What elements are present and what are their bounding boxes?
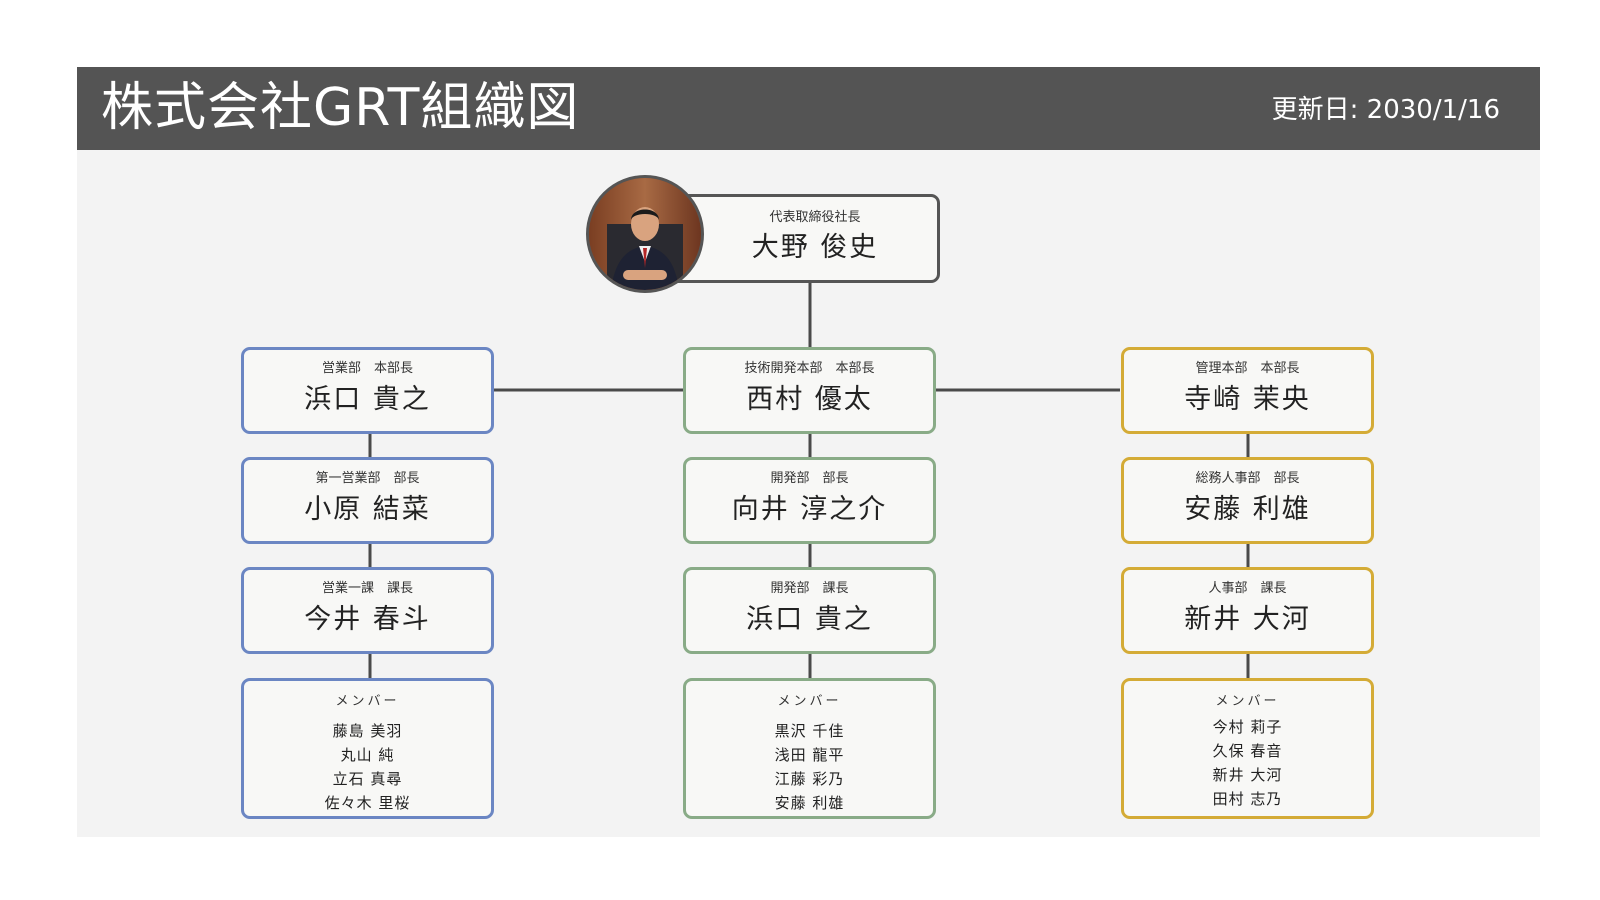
updated-date: 更新日: 2030/1/16 (1271, 95, 1500, 125)
sales-head-name: 浜口 貴之 (304, 384, 431, 415)
tech-members-list: 黒沢 千佳 浅田 龍平 江藤 彩乃 安藤 利雄 (686, 719, 933, 815)
member-name: 田村 志乃 (1212, 790, 1283, 808)
tech-members-label: メンバー (777, 694, 842, 709)
header-bar: 株式会社GRT組織図 更新日: 2030/1/16 (77, 67, 1540, 150)
tech-section-name: 浜口 貴之 (746, 604, 873, 635)
member-name: 丸山 純 (340, 746, 395, 764)
admin-members-card[interactable]: メンバー 今村 莉子 久保 春音 新井 大河 田村 志乃 (1121, 678, 1374, 819)
member-name: 浅田 龍平 (774, 746, 845, 764)
sales-members-list: 藤島 美羽 丸山 純 立石 真尋 佐々木 里桜 (244, 719, 491, 815)
admin-dept-card[interactable]: 総務人事部 部長 安藤 利雄 (1121, 457, 1374, 544)
tech-head-role: 技術開発本部 本部長 (744, 361, 875, 376)
sales-head-role: 営業部 本部長 (321, 361, 413, 376)
member-name: 新井 大河 (1212, 766, 1283, 784)
member-name: 佐々木 里桜 (324, 794, 411, 812)
page-title: 株式会社GRT組織図 (101, 78, 580, 138)
admin-section-card[interactable]: 人事部 課長 新井 大河 (1121, 567, 1374, 654)
member-name: 黒沢 千佳 (774, 722, 845, 740)
admin-head-role: 管理本部 本部長 (1195, 361, 1300, 376)
admin-members-list: 今村 莉子 久保 春音 新井 大河 田村 志乃 (1124, 715, 1371, 811)
tech-section-card[interactable]: 開発部 課長 浜口 貴之 (683, 567, 936, 654)
ceo-role: 代表取締役社長 (769, 210, 861, 225)
tech-members-card[interactable]: メンバー 黒沢 千佳 浅田 龍平 江藤 彩乃 安藤 利雄 (683, 678, 936, 819)
admin-dept-role: 総務人事部 部長 (1195, 471, 1300, 486)
admin-members-label: メンバー (1215, 694, 1280, 709)
sales-dept-role: 第一営業部 部長 (315, 471, 420, 486)
sales-head-card[interactable]: 営業部 本部長 浜口 貴之 (241, 347, 494, 434)
person-photo-icon (589, 178, 701, 290)
member-name: 久保 春音 (1212, 742, 1283, 760)
sales-section-role: 営業一課 課長 (321, 581, 413, 596)
sales-dept-card[interactable]: 第一営業部 部長 小原 結菜 (241, 457, 494, 544)
sales-section-card[interactable]: 営業一課 課長 今井 春斗 (241, 567, 494, 654)
ceo-name: 大野 俊史 (751, 232, 879, 263)
tech-head-card[interactable]: 技術開発本部 本部長 西村 優太 (683, 347, 936, 434)
ceo-photo (586, 175, 704, 293)
sales-section-name: 今井 春斗 (304, 604, 431, 635)
tech-head-name: 西村 優太 (746, 384, 873, 415)
tech-dept-card[interactable]: 開発部 部長 向井 淳之介 (683, 457, 936, 544)
admin-head-card[interactable]: 管理本部 本部長 寺崎 茉央 (1121, 347, 1374, 434)
member-name: 今村 莉子 (1212, 718, 1283, 736)
member-name: 藤島 美羽 (332, 722, 403, 740)
admin-dept-name: 安藤 利雄 (1184, 494, 1311, 525)
member-name: 安藤 利雄 (774, 794, 845, 812)
sales-members-label: メンバー (335, 694, 400, 709)
member-name: 江藤 彩乃 (774, 770, 845, 788)
tech-dept-name: 向井 淳之介 (731, 494, 888, 525)
admin-head-name: 寺崎 茉央 (1184, 384, 1311, 415)
tech-dept-role: 開発部 部長 (770, 471, 849, 486)
admin-section-name: 新井 大河 (1184, 604, 1311, 635)
sales-members-card[interactable]: メンバー 藤島 美羽 丸山 純 立石 真尋 佐々木 里桜 (241, 678, 494, 819)
member-name: 立石 真尋 (332, 770, 403, 788)
sales-dept-name: 小原 結菜 (304, 494, 431, 525)
admin-section-role: 人事部 課長 (1208, 581, 1287, 596)
tech-section-role: 開発部 課長 (770, 581, 849, 596)
